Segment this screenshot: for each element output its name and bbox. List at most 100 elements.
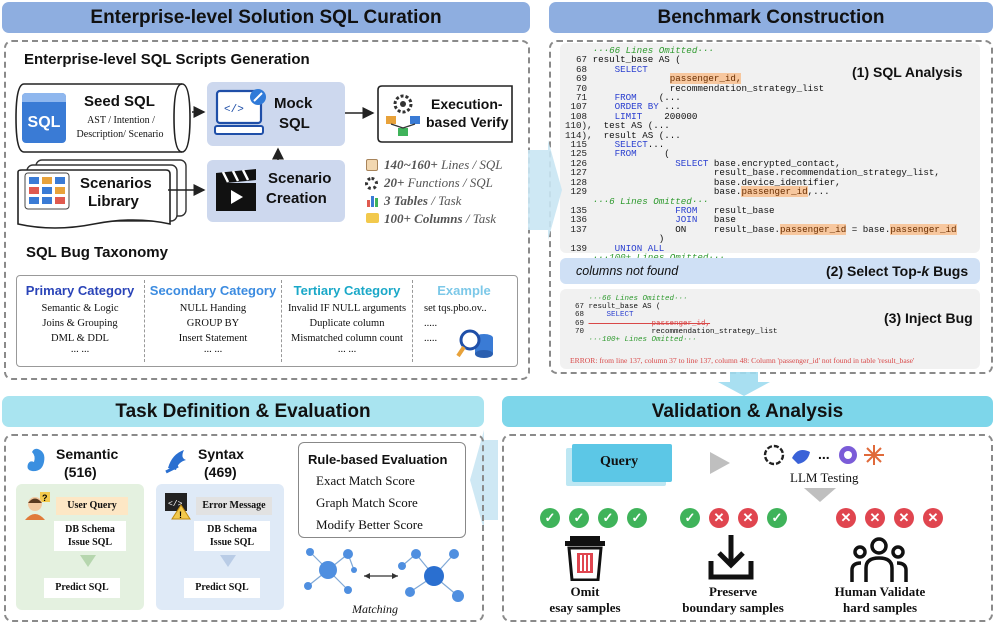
svg-text:</>: </> <box>168 500 183 509</box>
line-number: 108 <box>565 110 593 122</box>
tertiary-item: Invalid IF NULL arguments <box>287 303 407 314</box>
primary-category-title: Primary Category <box>25 283 135 298</box>
cross-icon: ✕ <box>865 508 885 528</box>
omit-label: Omit esay samples <box>530 584 640 616</box>
line-number: 70 <box>566 327 589 336</box>
taxonomy-box <box>16 275 518 367</box>
mock-title-1: Mock <box>274 95 313 112</box>
code-line: 135 FROM result_base <box>565 206 957 215</box>
validation-title: Validation & Analysis <box>651 400 844 422</box>
line-number: 129 <box>565 186 593 198</box>
keyword: FROM <box>614 92 637 104</box>
taxonomy-title: SQL Bug Taxonomy <box>26 244 168 261</box>
line-number: 69 <box>566 319 589 328</box>
stat-tables: 3 Tables / Task <box>384 193 462 208</box>
check-icon: ✓ <box>569 508 589 528</box>
line-number: 125 <box>565 148 593 160</box>
mock-title-2: SQL <box>279 115 310 132</box>
code-line: 107 ORDER BY ... <box>565 102 957 111</box>
example-title: Example <box>437 283 491 298</box>
benchmark-header: Benchmark Construction <box>549 2 993 33</box>
code-line: 110), test AS (... <box>565 121 957 130</box>
keyword: SELECT <box>614 63 648 75</box>
keyword: JOIN <box>675 214 698 226</box>
taxonomy-sep-3 <box>412 280 413 362</box>
syntax-down-arrow <box>220 555 236 567</box>
primary-item: Joins & Grouping <box>42 318 118 329</box>
check-icon: ✓ <box>627 508 647 528</box>
error-message: ERROR: from line 137, column 37 to line … <box>570 356 915 365</box>
code-text: ,... <box>807 186 830 198</box>
validation-header: Validation & Analysis <box>502 396 993 427</box>
omit-1: Omit <box>570 584 600 599</box>
secondary-item: Insert Statement <box>178 333 248 344</box>
omitted-text: ···100+ Lines Omitted··· <box>588 336 697 345</box>
preserve-2: boundary samples <box>682 600 784 615</box>
step2-label: (2) Select Top-k Bugs <box>826 263 969 279</box>
code-line: 69 passenger_id, <box>566 320 778 328</box>
human-2: hard samples <box>842 600 918 615</box>
keyword: UNION ALL <box>614 242 665 254</box>
code-text: ... <box>647 139 665 151</box>
code-text: passenger_id, <box>588 319 711 328</box>
curation-header: Enterprise-level Solution SQL Curation <box>2 2 530 33</box>
code-text: 200000 <box>642 110 698 122</box>
user-query-text: User Query <box>67 500 117 511</box>
scenarios-title-1: Scenarios <box>80 175 152 192</box>
code-text: base <box>697 214 736 226</box>
exec-title-2: based Verify <box>426 114 509 130</box>
code-text: (... <box>636 92 681 104</box>
code-line: 71 FROM (... <box>565 93 957 102</box>
seed-sql-desc-2: Description/ Scenario <box>76 129 164 140</box>
code-line: 129 base.passenger_id,... <box>565 186 957 198</box>
code-line: 67 result_base AS ( <box>566 303 778 311</box>
svg-text:?: ? <box>42 493 48 503</box>
svg-text:</>: </> <box>224 104 244 116</box>
highlighted-column: passenger_id, <box>669 73 742 85</box>
tertiary-item: Duplicate column <box>309 318 385 329</box>
stat-columns: 100+ Columns / Task <box>384 211 497 226</box>
issue-sql-text: Issue SQL <box>67 537 113 548</box>
gear-flow-icon <box>382 92 424 138</box>
curation-title: Enterprise-level Solution SQL Curation <box>90 6 442 28</box>
semantic-title: Semantic <box>56 446 119 462</box>
code-line: 114), result AS (... <box>565 129 957 141</box>
line-number: 71 <box>565 92 593 104</box>
line-number: 128 <box>565 176 593 188</box>
task-header: Task Definition & Evaluation <box>2 396 484 427</box>
highlighted-column: passenger_id <box>741 186 808 198</box>
code-line: 128 base.device_identifier, <box>565 176 957 188</box>
seed-sql-title: Seed SQL <box>84 93 155 110</box>
query-label: Query <box>600 454 639 469</box>
gear-icon <box>365 177 378 190</box>
line-number: 110), <box>565 120 599 132</box>
cross-icon: ✕ <box>709 508 729 528</box>
curation-arrows <box>168 106 375 196</box>
code-text: result_base <box>697 204 775 216</box>
bird-icon <box>164 446 190 474</box>
scenario-creation-title-1: Scenario <box>268 170 332 187</box>
code-text: result_base AS ( <box>592 54 681 66</box>
predict-sql-text: Predict SQL <box>55 582 109 593</box>
exec-title-1: Execution- <box>431 96 503 112</box>
code-line: 67 result_base AS ( <box>565 55 957 64</box>
keyword: SELECT <box>606 311 634 320</box>
error-message-box: Error Message <box>196 497 272 515</box>
highlighted-column: passenger_id <box>890 223 957 235</box>
line-number: 70 <box>565 82 593 94</box>
llm-icons <box>762 442 892 470</box>
seed-sql-desc-1: AST / Intention / <box>87 115 155 126</box>
secondary-item: NULL Handing <box>179 303 247 314</box>
secondary-item: ... ... <box>203 344 223 355</box>
code-text: ON result_base. <box>592 223 781 235</box>
issue-sql-text: Issue SQL <box>209 537 255 548</box>
tertiary-category: Tertiary Category Invalid IF NULL argume… <box>283 283 411 355</box>
inject-bug-code: ···66 Lines Omitted··· 67 result_base AS… <box>566 295 778 344</box>
semantic-down-arrow <box>80 555 96 567</box>
line-number: 114), <box>565 129 599 141</box>
secondary-item: GROUP BY <box>186 318 240 329</box>
line-number: 67 <box>565 54 593 66</box>
omit-2: esay samples <box>549 600 621 615</box>
code-line: ) <box>565 234 957 243</box>
code-text: ( <box>636 148 670 160</box>
